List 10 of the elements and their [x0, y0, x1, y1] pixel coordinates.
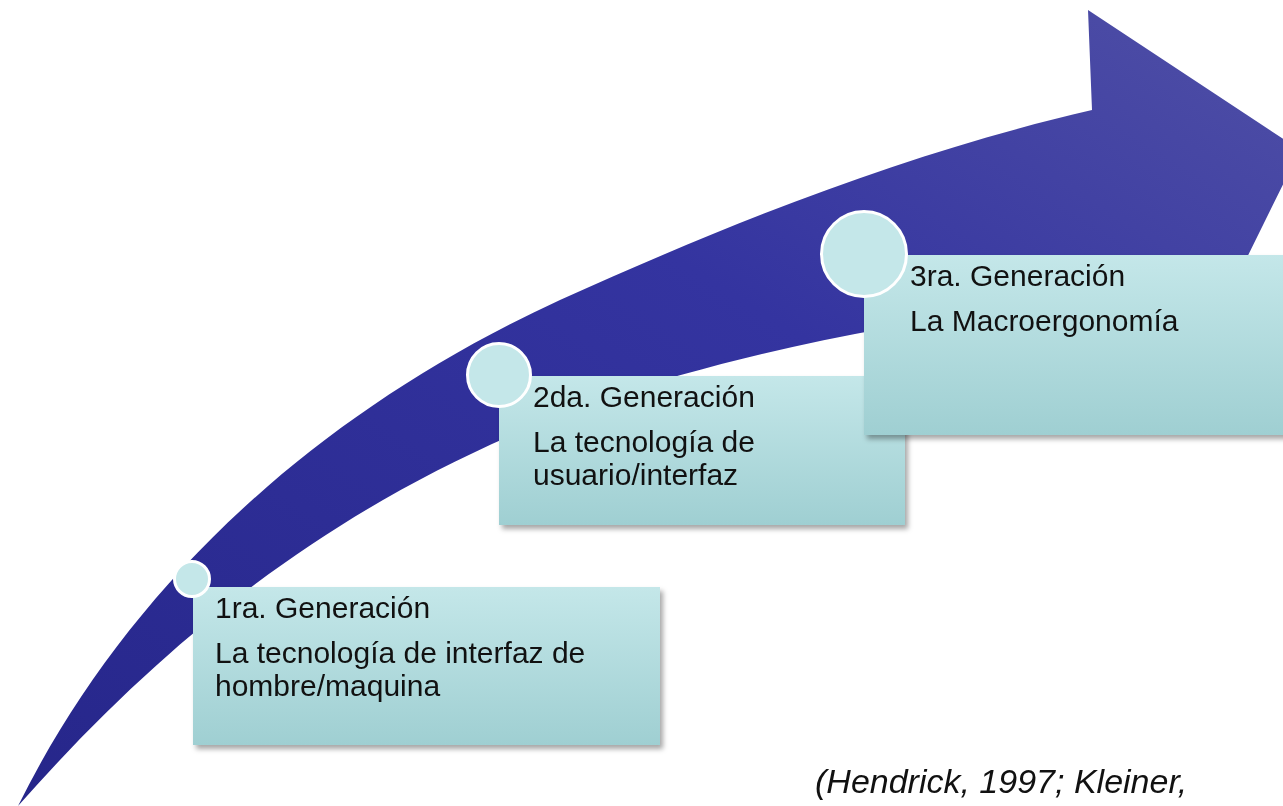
box-heading: 3ra. Generación [910, 259, 1127, 292]
box-text: La tecnología de interfaz de hombre/maquina [215, 636, 587, 702]
box-text: La tecnología de usuario/interfaz [533, 425, 756, 491]
generation-box [193, 587, 660, 745]
generation-box [864, 255, 1283, 435]
box-text: La Macroergonomía [910, 304, 1180, 337]
box-heading: 2da. Generación [533, 380, 756, 413]
generation-box [499, 376, 905, 525]
citation-text: (Hendrick, 1997; Kleiner, [815, 762, 1188, 801]
box-heading: 1ra. Generación [215, 591, 432, 624]
